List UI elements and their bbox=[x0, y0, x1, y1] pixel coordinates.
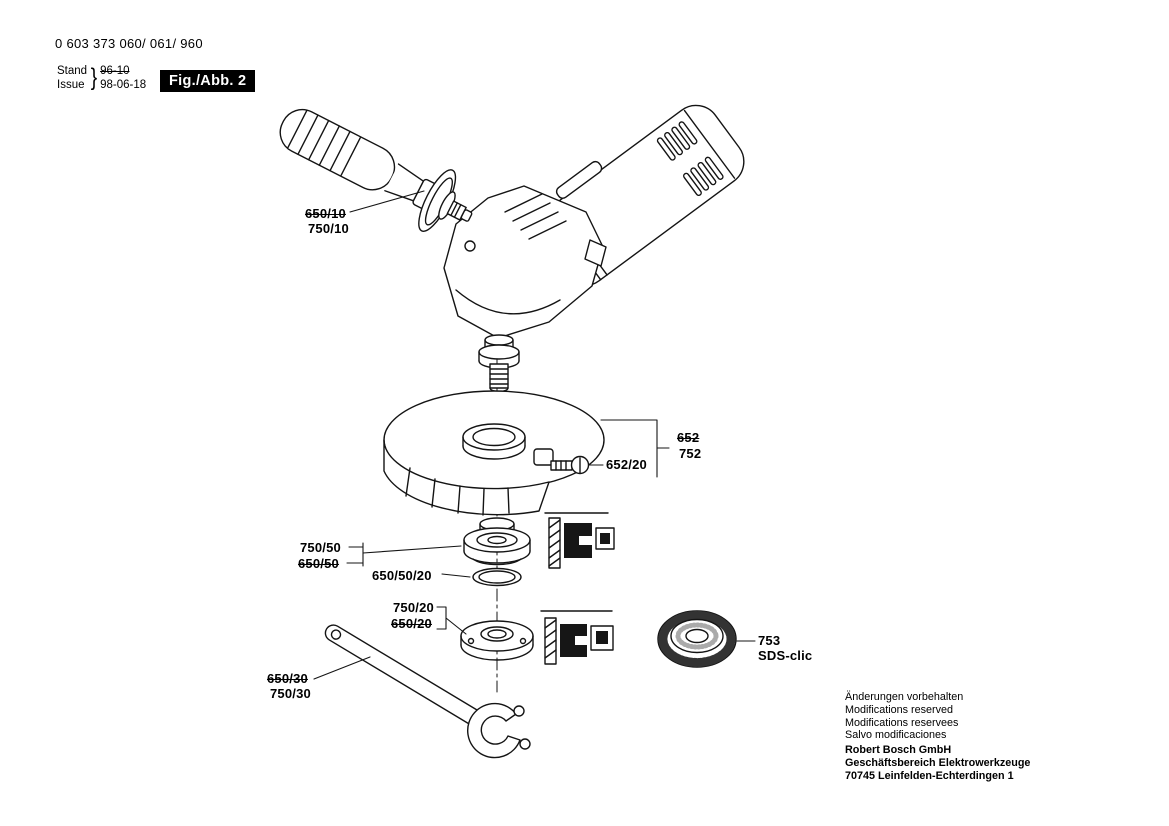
label-clamp-nut: 753 bbox=[758, 633, 781, 648]
company-name: Robert Bosch GmbH bbox=[845, 744, 952, 757]
clamp-section-detail-lower bbox=[540, 610, 614, 665]
side-handle-drawing bbox=[279, 108, 473, 232]
label-inner-flange-old: 650/20 bbox=[391, 616, 432, 631]
stand-value: 96-10 bbox=[100, 65, 130, 77]
clamp-nut-drawing bbox=[657, 610, 737, 668]
footer-notice: Änderungen vorbehalten Modifications res… bbox=[845, 691, 1030, 783]
stand-label: Stand bbox=[57, 65, 88, 77]
revision-brace: } bbox=[90, 64, 98, 91]
notice-line-es: Salvo modificaciones bbox=[845, 729, 947, 742]
label-clamp-nut-type: SDS-clic bbox=[758, 648, 813, 663]
clamp-section-detail-upper bbox=[544, 512, 615, 569]
inner-flange-drawing bbox=[460, 620, 534, 661]
label-bearing-flange-new: 750/50 bbox=[300, 540, 341, 555]
label-inner-flange-new: 750/20 bbox=[393, 600, 434, 615]
label-wrench-new: 750/30 bbox=[270, 686, 311, 701]
issue-value: 98-06-18 bbox=[100, 79, 147, 91]
notice-line-de: Änderungen vorbehalten bbox=[845, 691, 964, 703]
label-guard-screw: 652/20 bbox=[606, 457, 647, 472]
label-guard-new: 752 bbox=[679, 446, 702, 461]
notice-line-en: Modifications reserved bbox=[845, 703, 954, 716]
pin-wrench-drawing bbox=[324, 624, 531, 759]
retaining-ring-drawing bbox=[472, 567, 522, 587]
part-number: 0 603 373 060/ 061/ 960 bbox=[55, 36, 203, 51]
revision-block: Stand Issue } 96-10 98-06-18 bbox=[57, 64, 146, 92]
angle-grinder-drawing bbox=[443, 104, 745, 393]
company-address: 70745 Leinfelden-Echterdingen 1 bbox=[845, 769, 1014, 782]
company-division: Geschäftsbereich Elektrowerkzeuge bbox=[845, 756, 1031, 769]
wheel-guard-drawing bbox=[383, 390, 605, 516]
label-wrench-old: 650/30 bbox=[267, 671, 308, 686]
issue-label: Issue bbox=[57, 79, 85, 91]
guard-screw-drawing bbox=[550, 455, 590, 475]
label-bearing-ring: 650/50/20 bbox=[372, 568, 432, 583]
label-bearing-flange-old: 650/50 bbox=[298, 556, 339, 571]
label-handle-new: 750/10 bbox=[308, 221, 349, 236]
label-handle-old: 650/10 bbox=[305, 206, 346, 221]
bearing-flange-drawing bbox=[463, 517, 531, 566]
label-guard-old: 652 bbox=[677, 430, 700, 445]
leader-lines bbox=[313, 190, 756, 680]
figure-label: Fig./Abb. 2 bbox=[160, 70, 256, 92]
notice-line-fr: Modifications reservees bbox=[845, 716, 959, 729]
